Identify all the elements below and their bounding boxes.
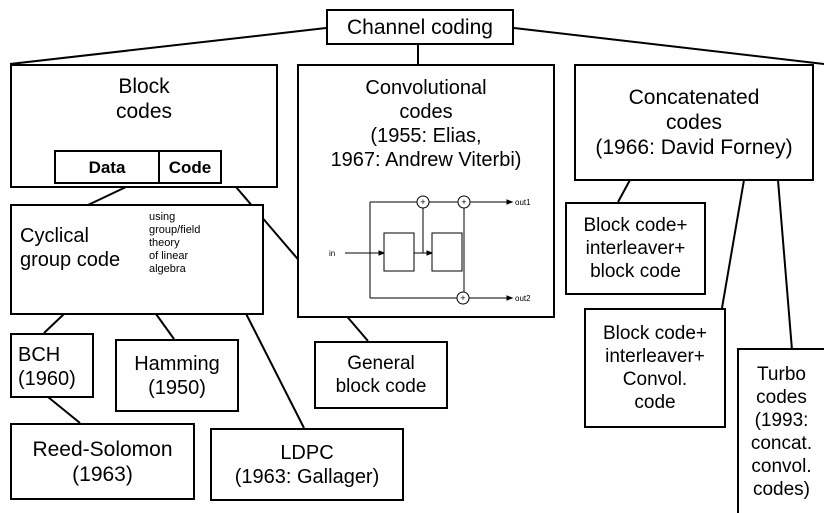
ldpc-line-2: (1963: Gallager) bbox=[234, 465, 380, 488]
convolutional-line-2: codes bbox=[399, 101, 453, 123]
concatenated-line-3: (1966: David Forney) bbox=[595, 136, 793, 159]
adder-symbol-1: + bbox=[420, 197, 425, 207]
code-field: Code bbox=[158, 150, 222, 184]
bch-line-2: (1960) bbox=[18, 368, 76, 390]
block-interleaver-block-box: Block code+ interleaver+ block code bbox=[565, 202, 706, 295]
general-block-code-box: General block code bbox=[314, 341, 448, 409]
encoder-out2-label: out2 bbox=[515, 294, 531, 303]
adder-symbol-2: + bbox=[461, 197, 466, 207]
hamming-line-2: (1950) bbox=[148, 376, 206, 399]
block-interleaver-convol-box: Block code+ interleaver+ Convol. code bbox=[584, 308, 726, 428]
reed-solomon-line-1: Reed-Solomon bbox=[32, 437, 173, 461]
bib-line-2: interleaver+ bbox=[585, 238, 686, 259]
cyclical-note-line-3: theory bbox=[149, 237, 180, 249]
cyclical-note-line-1: using bbox=[149, 211, 176, 223]
cyclical-line-1: Cyclical bbox=[20, 225, 89, 247]
bib-line-3: block code bbox=[590, 261, 681, 282]
reed-solomon-box: Reed-Solomon (1963) bbox=[10, 423, 195, 500]
data-field-label: Data bbox=[88, 157, 126, 177]
convolutional-line-3: (1955: Elias, bbox=[370, 125, 482, 147]
turbo-line-4: concat. bbox=[750, 432, 813, 454]
code-field-label: Code bbox=[168, 157, 212, 177]
hamming-line-1: Hamming bbox=[134, 352, 220, 375]
ldpc-line-1: LDPC bbox=[280, 441, 334, 464]
encoder-out1-label: out1 bbox=[515, 198, 531, 207]
ldpc-box: LDPC (1963: Gallager) bbox=[210, 428, 404, 501]
block-codes-line-1: Block bbox=[118, 75, 170, 98]
turbo-line-5: convol. bbox=[751, 455, 812, 477]
hamming-box: Hamming (1950) bbox=[115, 339, 239, 412]
convolutional-line-4: 1967: Andrew Viterbi) bbox=[330, 149, 522, 171]
general-block-line-2: block code bbox=[335, 376, 427, 397]
general-block-line-1: General bbox=[347, 353, 415, 374]
convolutional-line-1: Convolutional bbox=[365, 77, 487, 99]
bic-line-3: Convol. bbox=[622, 369, 688, 390]
cyclical-note-line-4: of linear bbox=[149, 250, 189, 262]
block-codes-box: Block codes Data Code bbox=[10, 64, 278, 188]
reed-solomon-line-2: (1963) bbox=[72, 462, 133, 486]
cyclical-note-line-5: algebra bbox=[149, 263, 186, 275]
encoder-in-label: in bbox=[329, 249, 335, 258]
cyclical-group-code-box: Cyclical group code using group/field th… bbox=[10, 204, 264, 315]
turbo-line-1: Turbo bbox=[757, 363, 806, 385]
channel-coding-box: Channel coding bbox=[326, 9, 514, 45]
bch-line-1: BCH bbox=[18, 344, 61, 366]
block-codes-line-2: codes bbox=[115, 100, 173, 123]
cyclical-title: Cyclical group code bbox=[20, 224, 120, 272]
concatenated-line-2: codes bbox=[665, 111, 723, 134]
adder-symbol-3: + bbox=[460, 293, 465, 303]
cyclical-line-2: group code bbox=[20, 249, 121, 271]
bch-text: BCH (1960) bbox=[18, 343, 76, 391]
bch-box: BCH (1960) bbox=[10, 333, 94, 398]
concatenated-line-1: Concatenated bbox=[628, 86, 760, 109]
bic-line-2: interleaver+ bbox=[605, 346, 705, 367]
convolutional-codes-title: Convolutional codes (1955: Elias, 1967: … bbox=[299, 76, 553, 172]
turbo-line-6: codes) bbox=[752, 478, 811, 500]
turbo-line-3: (1993: bbox=[754, 409, 809, 431]
bib-line-1: Block code+ bbox=[583, 215, 688, 236]
block-codes-title: Block codes bbox=[12, 74, 276, 124]
turbo-line-2: codes bbox=[756, 386, 807, 408]
data-field: Data bbox=[54, 150, 160, 184]
channel-coding-label: Channel coding bbox=[347, 15, 493, 39]
concatenated-codes-box: Concatenated codes (1966: David Forney) bbox=[574, 64, 814, 181]
bic-line-1: Block code+ bbox=[602, 323, 708, 344]
turbo-codes-box: Turbo codes (1993: concat. convol. codes… bbox=[737, 348, 824, 513]
bic-line-4: code bbox=[634, 392, 676, 413]
convolutional-codes-box: Convolutional codes (1955: Elias, 1967: … bbox=[297, 64, 555, 318]
cyclical-note-line-2: group/field bbox=[149, 224, 201, 236]
cyclical-note: using group/field theory of linear algeb… bbox=[149, 211, 200, 276]
